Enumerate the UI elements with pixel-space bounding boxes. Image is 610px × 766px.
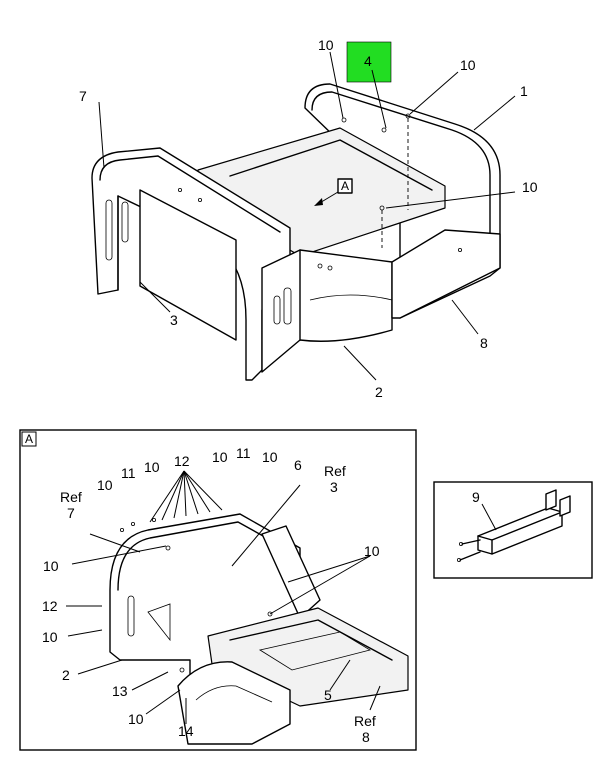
detail-callout-11-a: 11 [121, 465, 136, 481]
callout-7: 7 [79, 88, 87, 104]
detail-callout-8: 8 [362, 729, 370, 745]
detail-bracket [261, 525, 321, 619]
detail-a-label-box [21, 431, 37, 447]
detail-callout-7: 7 [67, 505, 75, 521]
detail-a-view: A 12 [19, 429, 417, 751]
inset-part-9: 9 [433, 481, 593, 579]
callout-1: 1 [520, 83, 528, 99]
detail-callout-12-top: 12 [174, 453, 190, 469]
detail-callout-5: 5 [324, 687, 332, 703]
detail-callout-10-a: 10 [144, 459, 160, 475]
detail-ref-3-label: Ref [324, 463, 346, 479]
callout-2: 2 [375, 384, 383, 400]
detail-callout-10-d: 10 [97, 477, 113, 493]
detail-callout-11-b: 11 [236, 445, 251, 461]
detail-callout-12-left: 12 [42, 598, 58, 614]
detail-callout-10-e: 10 [43, 558, 59, 574]
detail-tunnel-part-14 [177, 661, 291, 745]
view-a-marker: A [341, 179, 349, 193]
part-3-panel [139, 189, 237, 341]
part-8-panel [391, 229, 501, 319]
detail-callout-10-f: 10 [364, 543, 380, 559]
detail-callout-10-h: 10 [128, 711, 144, 727]
detail-callout-6: 6 [294, 457, 302, 473]
callout-10-top-right: 10 [460, 57, 476, 73]
callout-10-right: 10 [522, 179, 538, 195]
inset-callout-9: 9 [472, 489, 480, 505]
inset-frame [433, 481, 593, 579]
detail-a-label: A [25, 432, 33, 446]
callout-3: 3 [170, 312, 178, 328]
detail-callout-10-b: 10 [212, 449, 228, 465]
detail-callout-2: 2 [62, 667, 70, 683]
detail-callout-3: 3 [330, 479, 338, 495]
detail-callout-10-g: 10 [42, 629, 58, 645]
top-assembly-view: A 7 1 3 2 8 10 4 10 10 [79, 37, 538, 400]
detail-a-frame [19, 429, 417, 751]
detail-ref-8-label: Ref [354, 713, 376, 729]
callout-8: 8 [480, 335, 488, 351]
detail-callout-10-c: 10 [262, 449, 278, 465]
callout-10-top-left: 10 [318, 37, 334, 53]
part-2-tunnel [261, 249, 393, 373]
callout-4: 4 [364, 53, 372, 69]
part-9-body [477, 507, 563, 555]
detail-ref-7-label: Ref [60, 489, 82, 505]
detail-callout-13: 13 [112, 683, 128, 699]
detail-callout-14: 14 [178, 723, 194, 739]
part-4-highlight [346, 41, 392, 83]
view-a-marker-box [337, 178, 353, 194]
